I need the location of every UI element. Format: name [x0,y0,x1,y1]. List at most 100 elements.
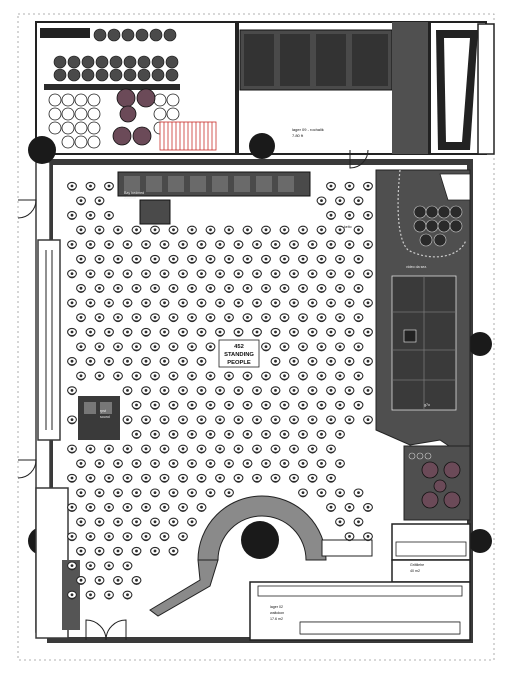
round-bar [149,495,373,617]
outer-dashed-boundary [17,13,495,661]
person-symbol [205,430,216,440]
person-symbol [326,503,336,513]
person-symbol [168,225,179,235]
person-symbol [205,342,216,352]
person-symbol [261,371,271,381]
left-note-line2: sound [100,415,110,419]
person-symbol [196,386,207,396]
person-symbol [67,415,77,425]
person-symbol [335,517,345,527]
person-symbol [326,181,336,191]
person-symbol [224,254,234,264]
person-symbol [141,357,151,367]
person-symbol [261,430,271,440]
person-symbol [113,254,123,264]
person-symbol [113,371,123,381]
person-symbol [104,181,114,191]
person-symbol [316,225,327,235]
person-symbol [150,254,160,264]
person-symbol [335,430,345,440]
person-symbol [326,444,336,454]
person-symbol [307,240,318,250]
person-symbol [150,371,160,381]
person-symbol [131,459,142,469]
person-symbol [178,503,188,513]
person-symbol [131,342,142,352]
person-symbol [215,473,225,483]
person-symbol [233,269,244,279]
person-symbol [122,561,133,571]
person-symbol [196,415,207,425]
column [468,529,492,553]
right-note: g7o [424,403,430,407]
person-symbol [150,430,160,440]
person-symbol [289,357,299,367]
person-symbol [159,444,170,454]
person-symbol [122,532,133,542]
person-symbol [196,444,207,454]
person-symbol [168,488,179,498]
person-symbol [326,269,336,279]
person-symbol [113,313,123,323]
person-symbol [113,459,123,469]
lower-right-lounge [403,445,471,521]
person-symbol [187,488,197,498]
person-symbol [159,386,170,396]
person-symbol [94,225,105,235]
person-symbol [326,415,336,425]
person-symbol [252,240,262,250]
column [249,133,275,159]
person-symbol [168,430,179,440]
person-symbol [242,459,253,469]
person-symbol [196,298,207,308]
capacity-label-box: 452 STANDING PEOPLE [218,339,260,368]
person-symbol [363,298,373,308]
kitchen-block [237,21,429,155]
person-symbol [113,488,123,498]
person-symbol [279,284,290,294]
person-symbol [363,415,373,425]
person-symbol [298,459,308,469]
person-symbol [242,284,253,294]
person-symbol [104,357,114,367]
person-symbol [122,444,133,454]
person-symbol [224,371,234,381]
person-symbol [94,488,105,498]
person-symbol [67,298,77,308]
person-symbol [205,400,216,410]
person-symbol [178,473,188,483]
upper-lounge-stools [53,28,179,82]
person-symbol [168,517,179,527]
person-symbol [363,503,373,513]
person-symbol [261,459,271,469]
stage-note: video da sez. [406,265,427,269]
person-symbol [289,415,299,425]
person-symbol [335,313,345,323]
lower-right-storage [249,523,471,641]
person-symbol [67,181,77,191]
person-symbol [67,590,77,600]
person-symbol [307,357,318,367]
person-symbol [150,459,160,469]
person-symbol [233,415,244,425]
person-symbol [363,240,373,250]
stage-seating [413,205,463,247]
person-symbol [363,211,373,220]
bar-note: kelto [344,225,352,229]
person-symbol [279,430,290,440]
person-symbol [67,444,77,454]
person-symbol [298,313,308,323]
person-symbol [224,430,234,440]
person-symbol [316,371,327,381]
person-symbol [85,357,96,367]
person-symbol [122,240,133,250]
person-symbol [224,459,234,469]
person-symbol [141,415,151,425]
person-symbol [196,240,207,250]
column [28,136,56,164]
person-symbol [252,415,262,425]
person-symbol [76,459,86,469]
person-symbol [335,254,345,264]
person-symbol [159,357,170,367]
person-symbol [104,240,114,250]
